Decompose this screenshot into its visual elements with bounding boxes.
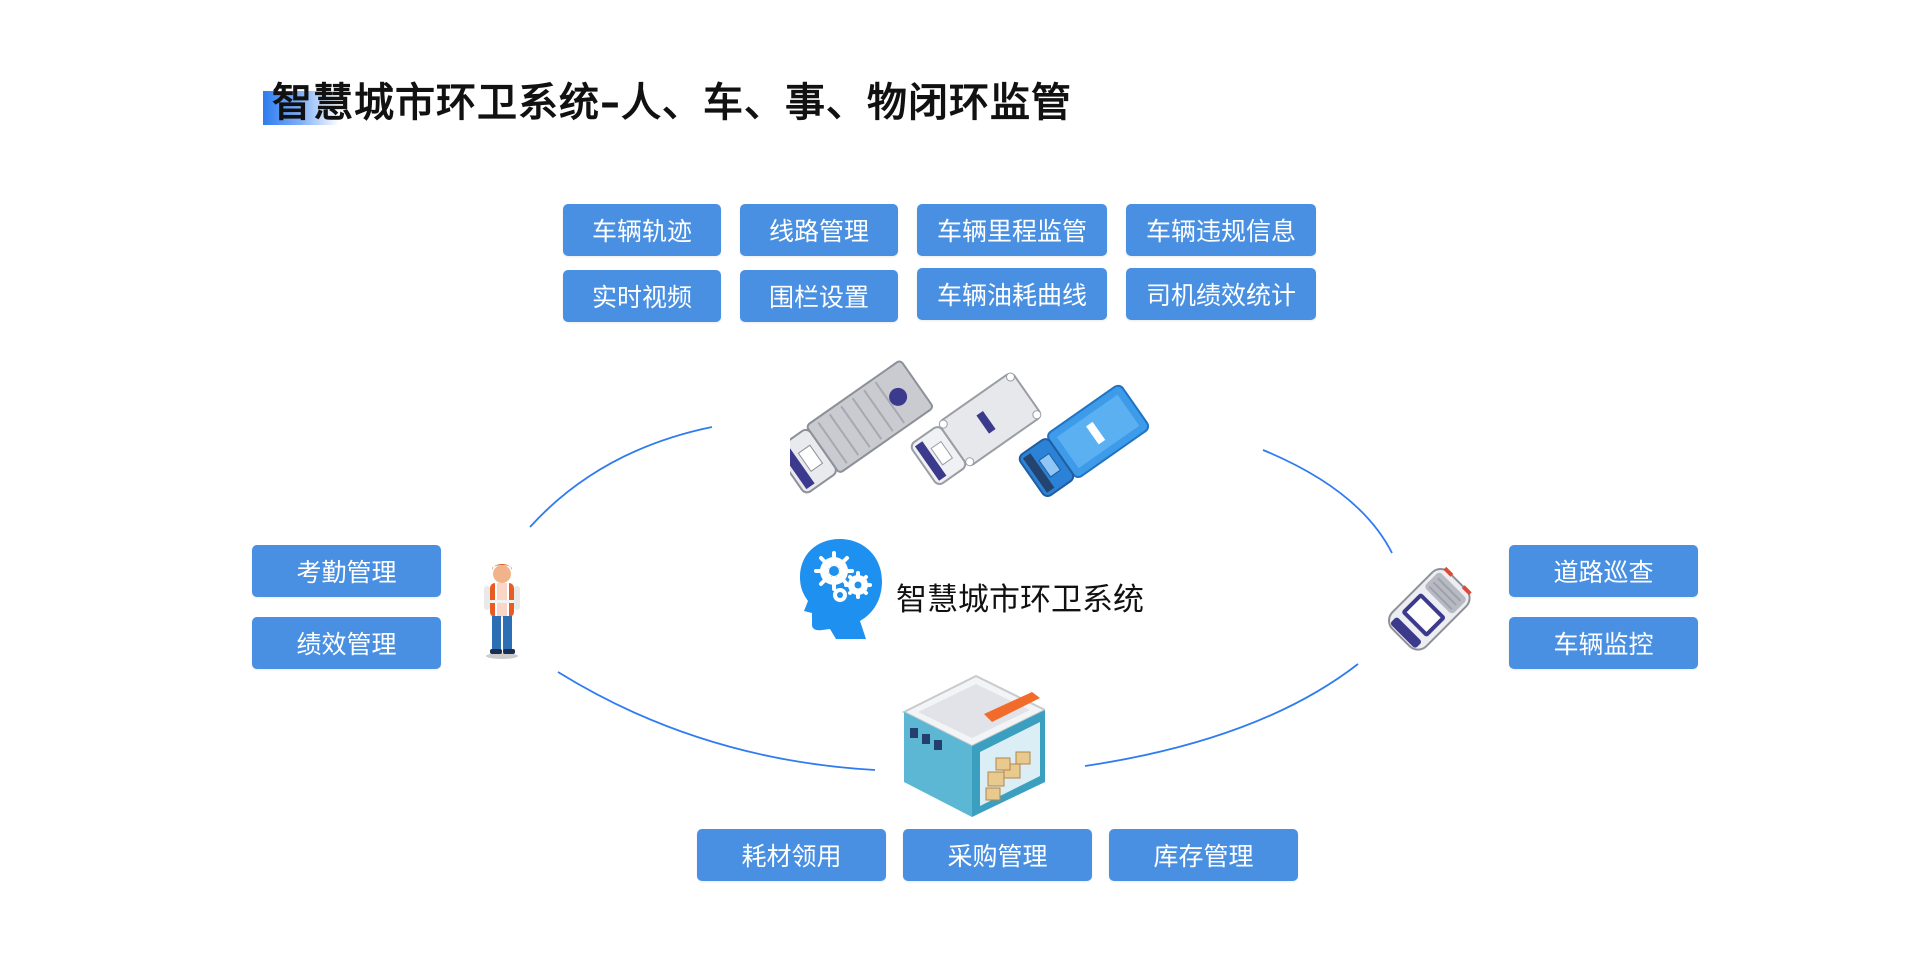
tag-driver-performance[interactable]: 司机绩效统计 bbox=[1126, 268, 1316, 320]
tag-attendance[interactable]: 考勤管理 bbox=[252, 545, 441, 597]
tag-violation-info[interactable]: 车辆违规信息 bbox=[1126, 204, 1316, 256]
garbage-truck-icon bbox=[790, 360, 1150, 497]
arc-top-left bbox=[529, 426, 713, 528]
tag-route-management[interactable]: 线路管理 bbox=[740, 204, 898, 256]
sanitation-worker-icon bbox=[484, 564, 520, 659]
brain-gears-icon bbox=[800, 539, 882, 639]
center-system-label: 智慧城市环卫系统 bbox=[896, 582, 1144, 618]
truck-2 bbox=[910, 372, 1042, 485]
tag-performance[interactable]: 绩效管理 bbox=[252, 617, 441, 669]
arc-top-right bbox=[1262, 449, 1393, 554]
tag-procurement[interactable]: 采购管理 bbox=[903, 829, 1092, 881]
tag-mileage-supervision[interactable]: 车辆里程监管 bbox=[917, 204, 1107, 256]
title-accent-bar bbox=[263, 91, 339, 125]
arc-bottom-left bbox=[557, 671, 876, 771]
tag-live-video[interactable]: 实时视频 bbox=[563, 270, 721, 322]
tag-vehicle-track[interactable]: 车辆轨迹 bbox=[563, 204, 721, 256]
tag-inventory[interactable]: 库存管理 bbox=[1109, 829, 1298, 881]
arc-bottom-right bbox=[1084, 663, 1359, 767]
warehouse-icon bbox=[901, 674, 1045, 817]
tag-vehicle-monitoring[interactable]: 车辆监控 bbox=[1509, 617, 1698, 669]
truck-1 bbox=[790, 360, 933, 494]
patrol-car-icon bbox=[1388, 566, 1472, 651]
truck-3 bbox=[1018, 384, 1150, 497]
tag-consumables[interactable]: 耗材领用 bbox=[697, 829, 886, 881]
tag-fence-settings[interactable]: 围栏设置 bbox=[740, 270, 898, 322]
tag-fuel-curve[interactable]: 车辆油耗曲线 bbox=[917, 268, 1107, 320]
page-title: 智慧城市环卫系统–人、车、事、物闭环监管 bbox=[272, 80, 1072, 126]
tag-road-patrol[interactable]: 道路巡查 bbox=[1509, 545, 1698, 597]
